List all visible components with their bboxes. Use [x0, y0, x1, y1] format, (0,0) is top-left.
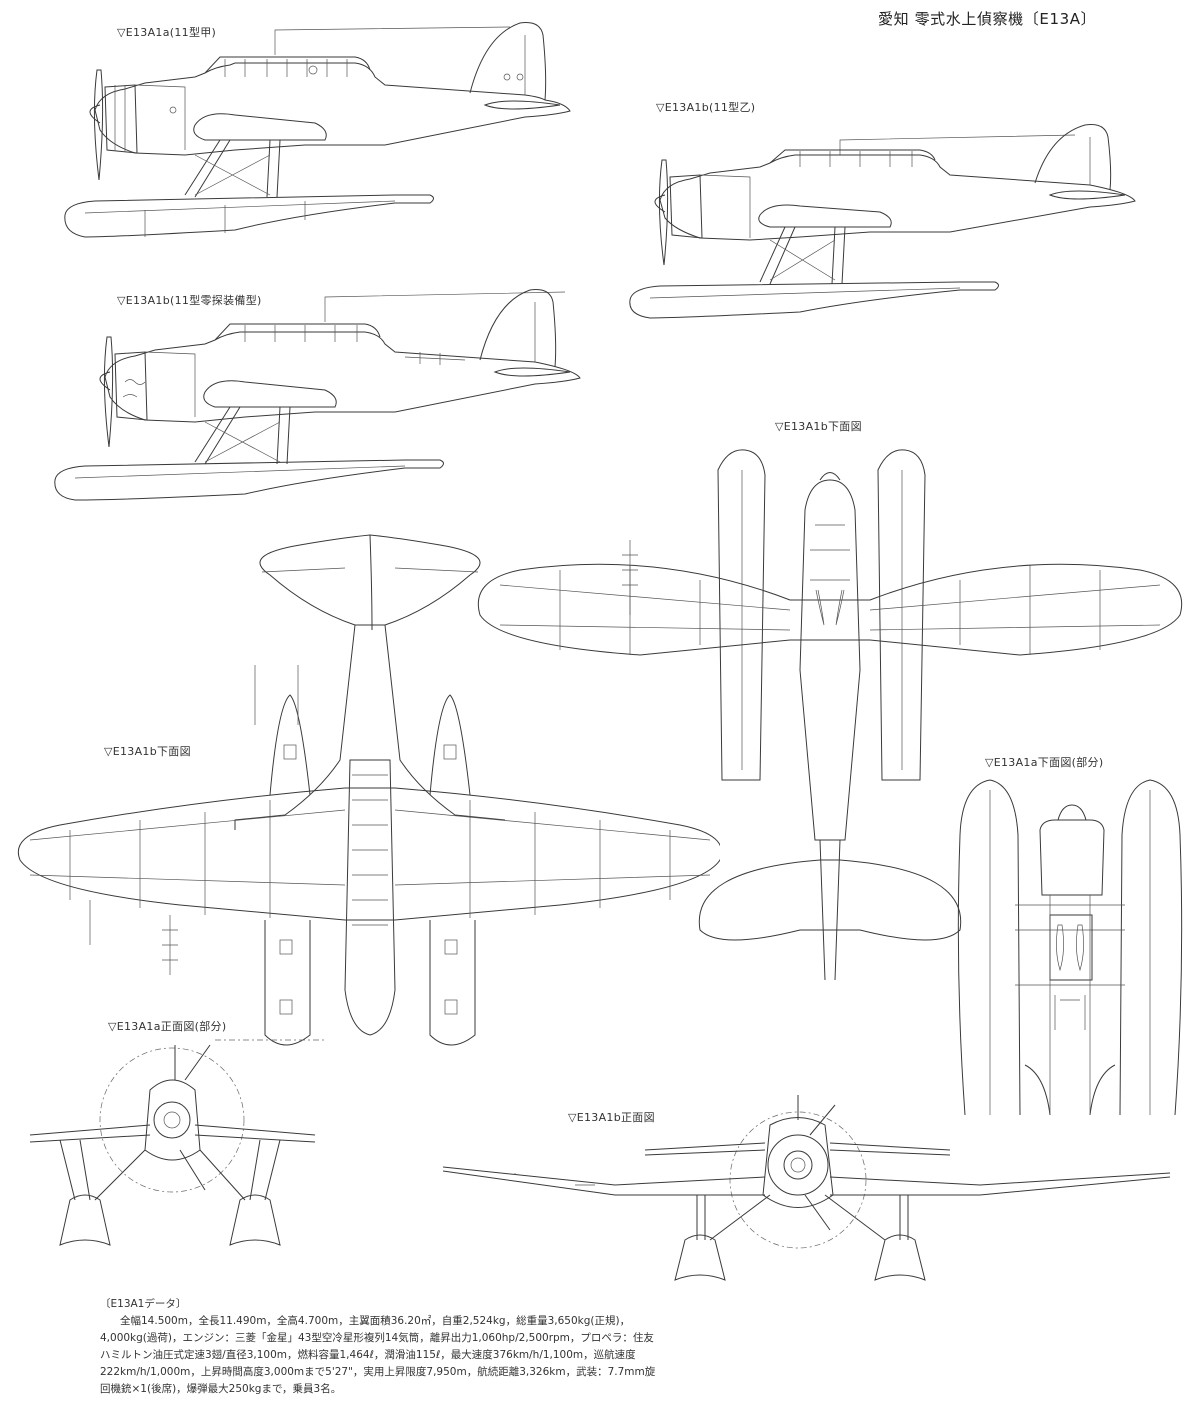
underside-drawing [478, 449, 1182, 981]
underside-view-e13a1b-left [0, 530, 720, 1060]
side-view-e13a1b [620, 120, 1180, 320]
underside-partial-drawing [957, 779, 1183, 1116]
label-front-partial: ▽E13A1a正面図(部分) [108, 1020, 227, 1033]
underside-drawing [18, 534, 720, 1046]
sheet-title: 愛知 零式水上偵察機〔E13A〕 [878, 10, 1097, 28]
label-side-b: ▽E13A1b(11型乙) [656, 101, 756, 114]
specifications-heading: 〔E13A1データ〕 [100, 1298, 187, 1310]
front-view-e13a1b [435, 1095, 1175, 1295]
label-underside-top: ▽E13A1b下面図 [775, 420, 862, 433]
side-view-drawing [629, 124, 1136, 319]
side-view-drawing [64, 22, 571, 238]
specifications-text: 全幅14.500m，全長11.490m，全高4.700m，主翼面積36.20㎡，… [100, 1315, 656, 1395]
label-side-radar: ▽E13A1b(11型零探装備型) [117, 294, 262, 307]
side-view-e13a1b-radar [45, 272, 605, 502]
label-underside-left: ▽E13A1b下面図 [104, 745, 191, 758]
front-partial-e13a1a [20, 1040, 320, 1290]
front-view-drawing [442, 1095, 1171, 1281]
front-partial-drawing [29, 1044, 316, 1246]
label-side-a: ▽E13A1a(11型甲) [117, 26, 217, 39]
side-view-drawing [54, 289, 581, 501]
underside-partial-e13a1a [950, 775, 1200, 1135]
side-view-e13a1a [55, 15, 615, 245]
underside-view-e13a1b-right [460, 440, 1200, 1000]
label-front-b: ▽E13A1b正面図 [568, 1111, 655, 1124]
label-underside-partial: ▽E13A1a下面図(部分) [985, 756, 1104, 769]
specifications-block: 〔E13A1データ〕 全幅14.500m，全長11.490m，全高4.700m，… [100, 1296, 660, 1398]
